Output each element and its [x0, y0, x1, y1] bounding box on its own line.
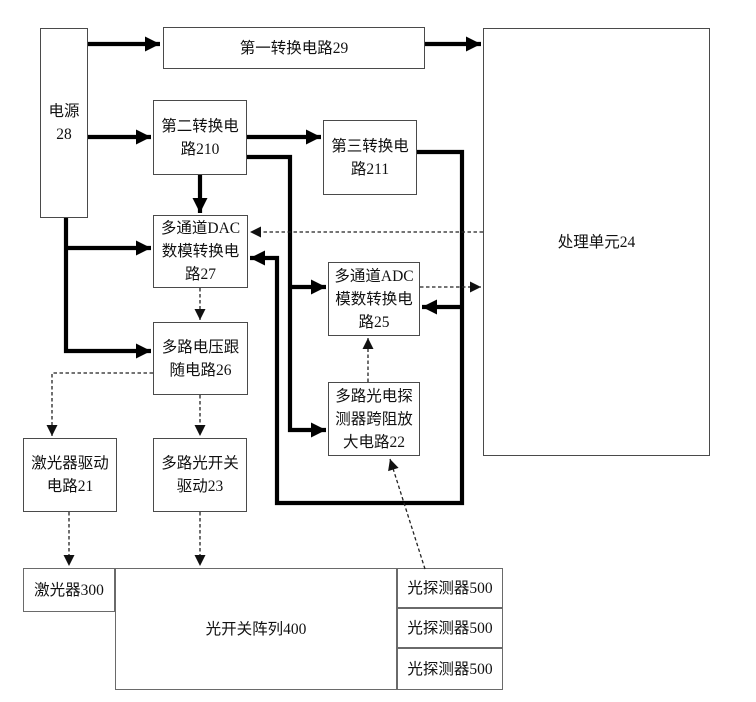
second-conversion-210-node: 第二转换电 路210 [153, 100, 247, 175]
photodetector-500-node: 光探测器500 [397, 608, 503, 648]
power-supply-28-node: 电源 28 [40, 28, 88, 218]
first-conversion-29-node: 第一转换电路29 [163, 27, 425, 69]
third-conversion-211-node: 第三转换电 路211 [323, 120, 417, 195]
photodetector-500-node: 光探测器500 [397, 648, 503, 690]
laser-300-node: 激光器300 [23, 568, 115, 612]
switch-driver-23-node: 多路光开关 驱动23 [153, 438, 247, 512]
dashed-arrow-detector-to-tia [388, 458, 426, 570]
processing-unit-24-node: 处理单元24 [483, 28, 710, 456]
laser-driver-21-node: 激光器驱动 电路21 [23, 438, 117, 512]
arrow-conv2-to-tia [247, 154, 326, 438]
voltage-follower-26-node: 多路电压跟 随电路26 [153, 322, 248, 395]
dashed-arrow-follower-to-laserdrv [46, 372, 153, 436]
arrow-power-to-follower [63, 218, 151, 359]
photodetector-500-node: 光探测器500 [397, 568, 503, 608]
multichannel-adc-25-node: 多通道ADC 模数转换电 路25 [328, 262, 420, 336]
multichannel-dac-27-node: 多通道DAC 数模转换电 路27 [153, 215, 248, 288]
transimpedance-amp-22-node: 多路光电探 测器跨阻放 大电路22 [328, 382, 420, 456]
optical-switch-array-400-node: 光开关阵列400 [115, 568, 397, 690]
